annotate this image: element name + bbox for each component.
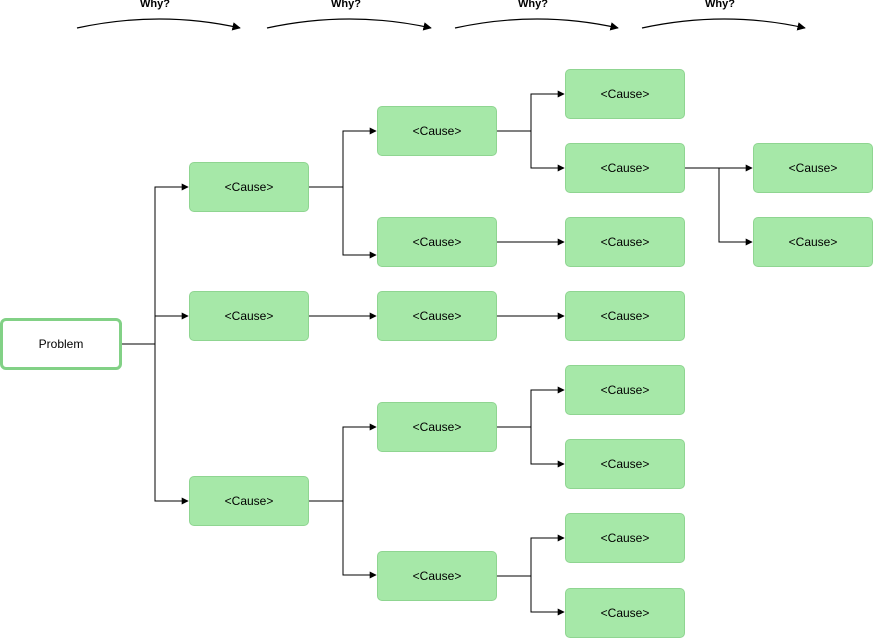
connector-problem-cause3 [121, 343, 189, 505]
cause-node-l4-1[interactable]: <Cause> [753, 143, 873, 193]
connector-l2a-l3b [497, 130, 565, 172]
cause-node-l2-5[interactable]: <Cause> [377, 551, 497, 601]
connector-l1a-l2b [309, 186, 377, 259]
cause-node-l2-1[interactable]: <Cause> [377, 106, 497, 156]
connector-l1a-l2a [309, 127, 377, 188]
connector-problem-cause2 [121, 312, 189, 345]
cause-node-l1-3[interactable]: <Cause> [189, 476, 309, 526]
cause-node-l3-4[interactable]: <Cause> [565, 291, 685, 341]
connector-l2d-l3f [497, 426, 565, 468]
cause-node-l2-2[interactable]: <Cause> [377, 217, 497, 267]
cause-node-l1-2[interactable]: <Cause> [189, 291, 309, 341]
cause-node-l4-2[interactable]: <Cause> [753, 217, 873, 267]
why-arrow-4 [641, 18, 806, 31]
connector-l2e-l3h [497, 575, 565, 616]
connector-l1c-l2d [309, 423, 377, 502]
cause-node-l3-3[interactable]: <Cause> [565, 217, 685, 267]
cause-node-l1-1[interactable]: <Cause> [189, 162, 309, 212]
cause-node-l2-3[interactable]: <Cause> [377, 291, 497, 341]
cause-node-l3-6[interactable]: <Cause> [565, 439, 685, 489]
problem-node[interactable]: Problem [0, 318, 122, 370]
connector-l1c-l2e [309, 500, 377, 579]
why-label-4: Why? [705, 0, 735, 10]
why-label-2: Why? [331, 0, 361, 10]
why-label-3: Why? [518, 0, 548, 10]
connector-l2d-l3e [497, 386, 565, 428]
why-label-1: Why? [140, 0, 170, 10]
connector-l3b-l4b [685, 167, 753, 246]
cause-node-l3-8[interactable]: <Cause> [565, 588, 685, 638]
why-arrow-1 [76, 18, 241, 31]
cause-node-l3-1[interactable]: <Cause> [565, 69, 685, 119]
why-arrow-3 [454, 18, 619, 31]
why-arrow-2 [266, 18, 432, 31]
connector-l2e-l3g [497, 534, 565, 577]
cause-node-l3-5[interactable]: <Cause> [565, 365, 685, 415]
cause-node-l2-4[interactable]: <Cause> [377, 402, 497, 452]
connector-l2a-l3a [497, 90, 565, 132]
cause-node-l3-2[interactable]: <Cause> [565, 143, 685, 193]
cause-node-l3-7[interactable]: <Cause> [565, 513, 685, 563]
